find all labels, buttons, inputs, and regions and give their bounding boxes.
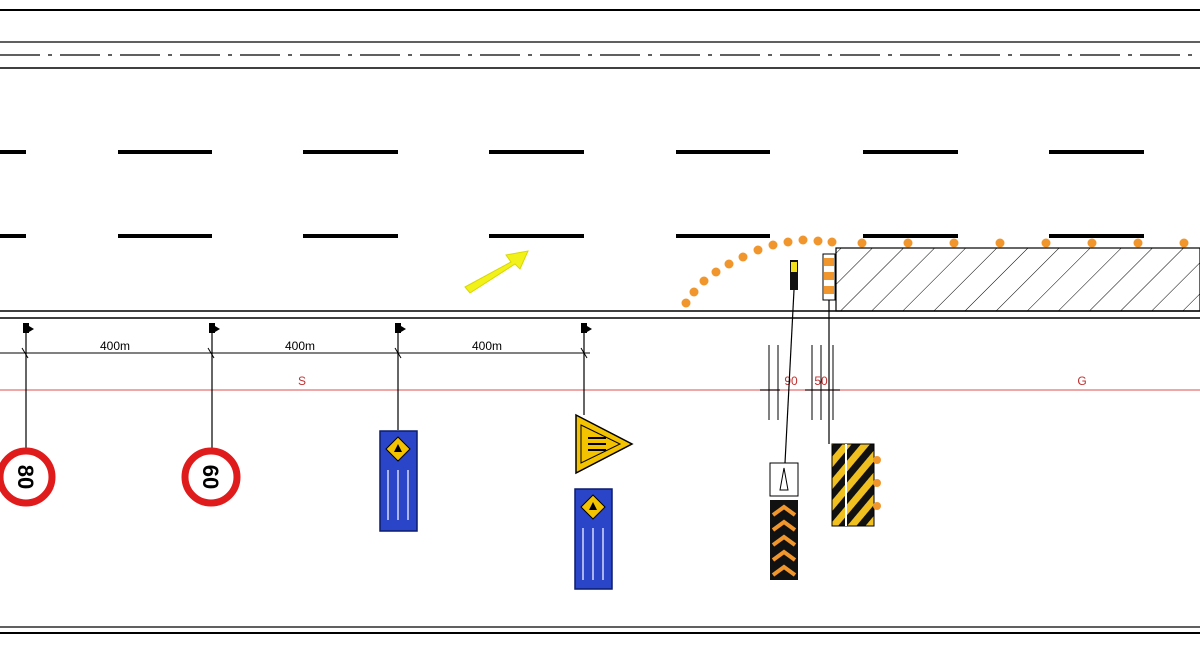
spacing-label: 400m — [100, 339, 130, 353]
work-ahead-sign-icon — [379, 430, 418, 532]
traffic-cone-icon — [768, 240, 778, 250]
striped-barrier-icon — [831, 443, 881, 527]
sign-posts — [25, 289, 830, 464]
dimension-label: 50 — [814, 374, 828, 388]
arrow-board-light — [791, 262, 797, 272]
traffic-cone-icon — [949, 238, 959, 248]
traffic-cone-icon — [783, 237, 793, 247]
traffic-cone-icon — [813, 236, 823, 246]
cone-symbol-sign-icon — [769, 462, 799, 497]
speed-limit-value: 60 — [198, 465, 223, 489]
chevron-board-icon — [770, 500, 798, 580]
flag-icon — [581, 323, 592, 333]
traffic-cone-icon — [995, 238, 1005, 248]
traffic-cone-icon — [1087, 238, 1097, 248]
traffic-cone-icon — [681, 298, 691, 308]
spacing-label: 400m — [472, 339, 502, 353]
work-area-hatched — [835, 247, 1200, 312]
traffic-cone-icon — [689, 287, 699, 297]
traffic-cone-icon — [827, 237, 837, 247]
speed-limit-sign-icon: 80 — [0, 447, 56, 507]
traffic-cone-icon — [753, 245, 763, 255]
speed-limit-value: 80 — [13, 465, 38, 489]
traffic-cone-icon — [1041, 238, 1051, 248]
zone-label-g: G — [1077, 374, 1086, 388]
traffic-cone-icon — [699, 276, 709, 286]
traffic-cone-icon — [1179, 238, 1189, 248]
road-edge-lines — [0, 9, 1200, 634]
traffic-cone-icon — [903, 238, 913, 248]
speed-limit-sign-icon: 60 — [181, 447, 241, 507]
zone-label-s: S — [298, 374, 306, 388]
dimension-label: 90 — [784, 374, 798, 388]
work-ahead-sign-icon — [574, 488, 613, 590]
merge-arrow-icon — [464, 250, 529, 294]
flag-icon — [23, 323, 34, 333]
flag-icon — [395, 323, 406, 333]
traffic-cone-icon — [738, 252, 748, 262]
lane-closed-warning-sign-icon — [575, 413, 634, 475]
traffic-cone-icon — [1133, 238, 1143, 248]
traffic-cone-icon — [798, 235, 808, 245]
flag-icon — [209, 323, 220, 333]
traffic-cone-icon — [711, 267, 721, 277]
traffic-cones — [681, 235, 1189, 308]
traffic-cone-icon — [724, 259, 734, 269]
traffic-cone-icon — [857, 238, 867, 248]
arrow-board-icon — [790, 260, 798, 290]
spacing-label: 400m — [285, 339, 315, 353]
buffer-dimension — [760, 345, 840, 420]
barrier-icon — [822, 253, 836, 301]
